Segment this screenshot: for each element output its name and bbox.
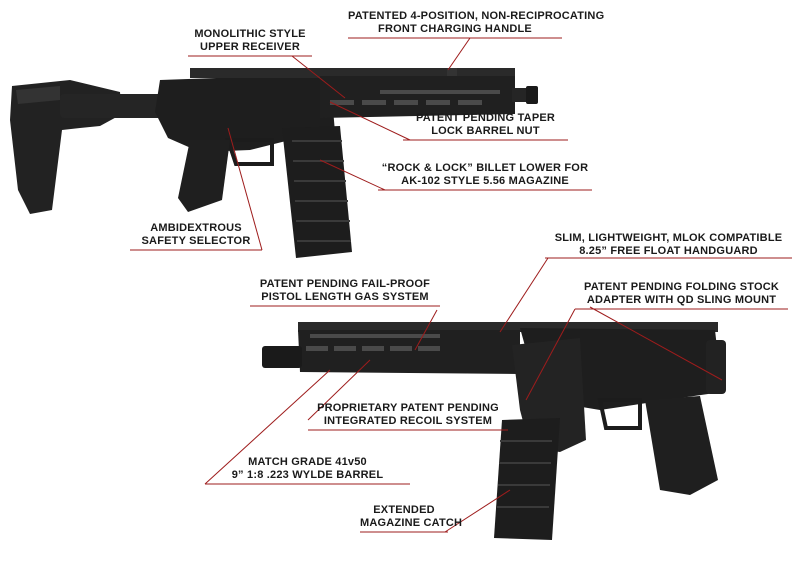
callout-line: 9” 1:8 .223 WYLDE BARREL bbox=[231, 469, 384, 481]
callout-line: PATENT PENDING TAPER bbox=[415, 112, 556, 124]
callout-line: SLIM, LIGHTWEIGHT, MLOK COMPATIBLE bbox=[554, 232, 783, 244]
callout-line: PATENTED 4-POSITION, NON-RECIPROCATING bbox=[348, 10, 605, 22]
callout-underlines bbox=[130, 37, 792, 533]
callout-line: AMBIDEXTROUS bbox=[150, 222, 242, 234]
callout-line: PATENT PENDING FAIL-PROOF bbox=[259, 278, 431, 290]
callout-line: PATENT PENDING FOLDING STOCK bbox=[583, 281, 780, 293]
callout-magazine-catch: EXTENDED MAGAZINE CATCH bbox=[360, 504, 463, 530]
callout-barrel-nut: PATENT PENDING TAPER LOCK BARREL NUT bbox=[403, 112, 568, 138]
callout-line: FRONT CHARGING HANDLE bbox=[378, 23, 532, 35]
callout-line: MONOLITHIC STYLE bbox=[194, 28, 306, 40]
callout-safety-selector: AMBIDEXTROUS SAFETY SELECTOR bbox=[130, 222, 262, 248]
callout-barrel: MATCH GRADE 41v50 9” 1:8 .223 WYLDE BARR… bbox=[205, 456, 410, 482]
callout-line: “ROCK & LOCK” BILLET LOWER FOR bbox=[381, 162, 589, 174]
callout-upper-receiver: MONOLITHIC STYLE UPPER RECEIVER bbox=[188, 28, 312, 54]
rifle-top-image bbox=[10, 68, 538, 258]
callout-line: UPPER RECEIVER bbox=[200, 41, 300, 53]
callout-billet-lower: “ROCK & LOCK” BILLET LOWER FOR AK-102 ST… bbox=[378, 162, 592, 188]
callout-handguard: SLIM, LIGHTWEIGHT, MLOK COMPATIBLE 8.25”… bbox=[545, 232, 792, 258]
callout-line: MATCH GRADE 41v50 bbox=[248, 456, 367, 468]
rifle-bottom-image bbox=[262, 322, 726, 540]
callout-line: EXTENDED bbox=[373, 504, 435, 516]
callout-gas-system: PATENT PENDING FAIL-PROOF PISTOL LENGTH … bbox=[250, 278, 440, 304]
callout-line: SAFETY SELECTOR bbox=[141, 235, 251, 247]
callout-line: LOCK BARREL NUT bbox=[431, 125, 540, 137]
callout-line: INTEGRATED RECOIL SYSTEM bbox=[323, 415, 493, 427]
leader-lines bbox=[204, 37, 723, 533]
callout-line: ADAPTER WITH QD SLING MOUNT bbox=[586, 294, 777, 306]
callout-line: MAGAZINE CATCH bbox=[360, 517, 463, 529]
callout-line: PISTOL LENGTH GAS SYSTEM bbox=[261, 291, 429, 303]
callout-line: AK-102 STYLE 5.56 MAGAZINE bbox=[401, 175, 569, 187]
callout-folding-stock: PATENT PENDING FOLDING STOCK ADAPTER WIT… bbox=[575, 281, 788, 307]
callout-line: PROPRIETARY PATENT PENDING bbox=[317, 402, 499, 414]
callout-recoil-system: PROPRIETARY PATENT PENDING INTEGRATED RE… bbox=[308, 402, 508, 428]
callout-front-charging-handle: PATENTED 4-POSITION, NON-RECIPROCATING F… bbox=[348, 10, 605, 36]
callout-line: 8.25” FREE FLOAT HANDGUARD bbox=[579, 245, 758, 257]
